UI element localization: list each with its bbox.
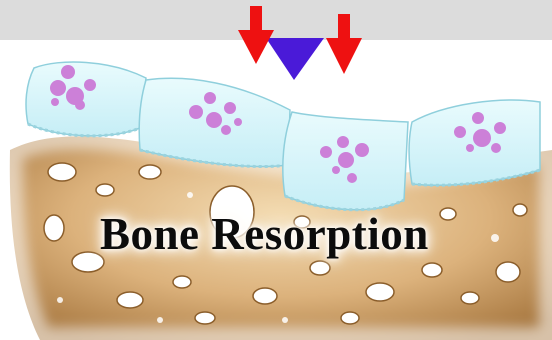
osteoclast-cell-3 xyxy=(283,112,408,210)
osteoclast-cell-2 xyxy=(139,78,290,166)
diagram-title: Bone Resorption xyxy=(100,208,500,260)
resorption-marker-triangle xyxy=(266,38,324,80)
osteoclast-cell-1 xyxy=(26,62,146,136)
down-arrow-left-icon xyxy=(238,6,274,64)
osteoclast-cell-4 xyxy=(409,100,540,185)
down-arrow-right-icon xyxy=(326,14,362,74)
